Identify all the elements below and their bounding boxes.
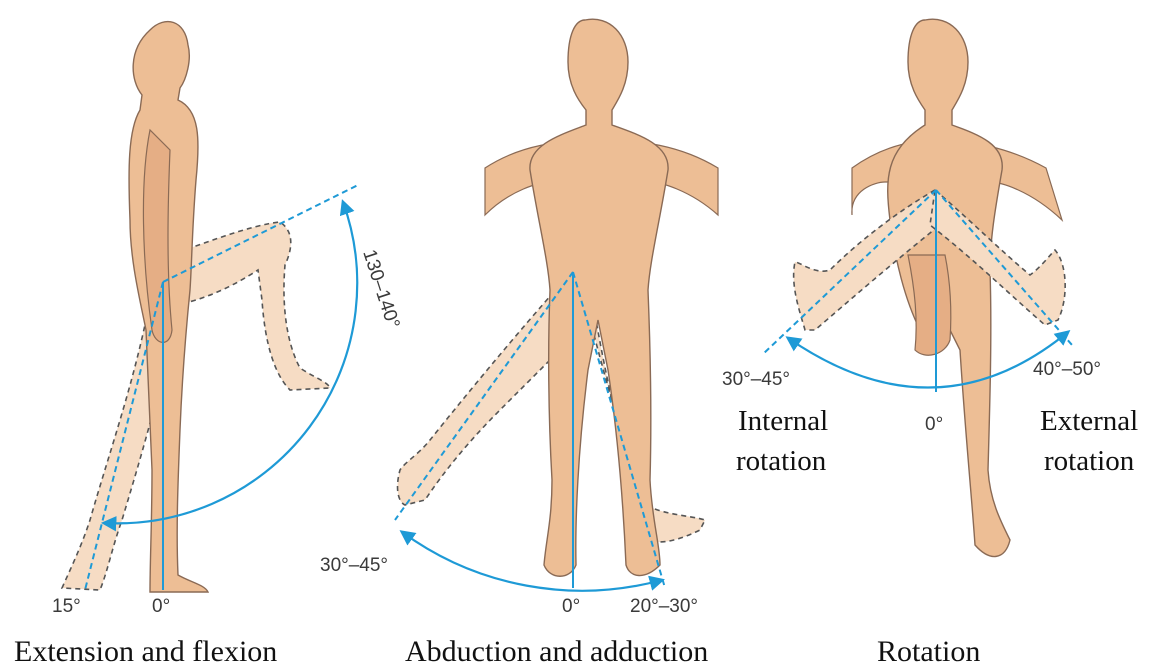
caption-abduction-adduction: Abduction and adduction xyxy=(405,635,708,668)
caption-extension-flexion: Extension and flexion xyxy=(14,635,277,668)
flexion-angle-label: 130–140° xyxy=(358,247,403,331)
abduction-line xyxy=(395,272,573,520)
front-body xyxy=(530,19,668,576)
neutral-angle-label-3: 0° xyxy=(925,414,943,435)
abduction-angle-label: 30°–45° xyxy=(320,555,388,576)
internal-angle-label: 30°–45° xyxy=(722,369,790,390)
extension-angle-label: 15° xyxy=(52,596,81,617)
internal-rotation-label-line2: rotation xyxy=(736,445,827,477)
caption-rotation: Rotation xyxy=(877,635,980,668)
abduction-arc xyxy=(402,532,662,591)
panel-rotation: 30°–45° 40°–50° 0° Internal rotation Ext… xyxy=(722,19,1138,668)
external-angle-label: 40°–50° xyxy=(1033,359,1101,380)
panel-abduction-adduction: 30°–45° 20°–30° 0° Abduction and adducti… xyxy=(320,19,718,668)
neutral-angle-label-1: 0° xyxy=(152,596,170,617)
neutral-angle-label-2: 0° xyxy=(562,596,580,617)
ghost-leg-flexion xyxy=(170,222,330,390)
external-rotation-label-line1: External xyxy=(1040,405,1138,437)
internal-rotation-label-line1: Internal xyxy=(738,405,828,437)
external-rotation-label-line2: rotation xyxy=(1044,445,1135,477)
adduction-angle-label: 20°–30° xyxy=(630,596,698,617)
